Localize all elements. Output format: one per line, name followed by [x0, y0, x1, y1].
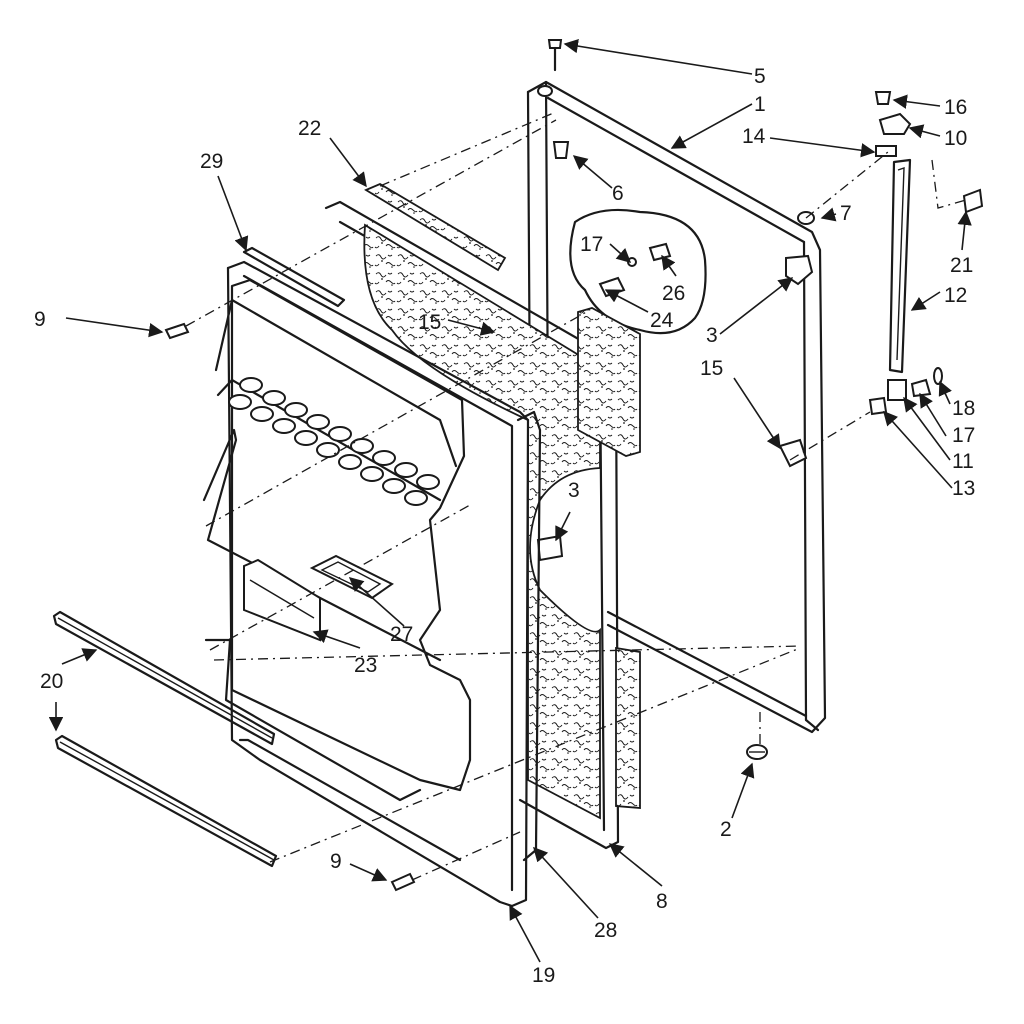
callout-28: 28	[594, 919, 617, 942]
callout-1: 1	[754, 93, 766, 116]
outer-door-panel	[526, 80, 827, 734]
inner-door-liner	[202, 278, 472, 862]
callout-3-upper: 3	[706, 324, 718, 347]
callout-3-lower: 3	[568, 479, 580, 502]
callout-5: 5	[754, 65, 766, 88]
callout-17-inset: 17	[580, 233, 603, 256]
callout-16: 16	[944, 96, 967, 119]
callout-22: 22	[298, 117, 321, 140]
callout-20: 20	[40, 670, 63, 693]
alignment-lines	[185, 111, 889, 881]
callout-13: 13	[952, 477, 975, 500]
compartment-door	[243, 558, 321, 642]
callout-26: 26	[662, 282, 685, 305]
callout-11: 11	[952, 450, 974, 473]
callout-19: 19	[532, 964, 555, 987]
callout-8: 8	[656, 890, 668, 913]
callout-12: 12	[944, 284, 967, 307]
callout-17-right: 17	[952, 424, 975, 447]
trim-strip	[242, 246, 346, 308]
callout-24: 24	[650, 309, 674, 332]
cutaway-detail-17-24-26	[569, 208, 707, 335]
callout-labels: 5 1 14 16 10 7 6 21 12 3 15 18 17 11 13 …	[34, 65, 975, 987]
callout-14: 14	[742, 125, 766, 148]
butter-compartment	[309, 554, 394, 600]
callout-10: 10	[944, 127, 967, 150]
screw-part-5	[547, 39, 563, 72]
leader-arrows	[48, 38, 972, 963]
callout-23: 23	[354, 654, 377, 677]
callout-6: 6	[612, 182, 624, 205]
callout-9-lower: 9	[330, 850, 342, 873]
callout-2: 2	[720, 818, 732, 841]
callout-9-upper: 9	[34, 308, 46, 331]
callout-18: 18	[952, 397, 975, 420]
callout-15-right: 15	[700, 357, 723, 380]
callout-7: 7	[840, 202, 852, 225]
door-liner-back-panel	[324, 182, 641, 850]
shelf-bars	[52, 610, 278, 868]
callout-27: 27	[390, 623, 413, 646]
callout-21: 21	[950, 254, 973, 277]
screws-9	[164, 322, 416, 892]
bottom-hinge-cap-2	[746, 744, 768, 760]
callout-15-left: 15	[418, 311, 441, 334]
callout-29: 29	[200, 150, 223, 173]
door-gasket-frame	[226, 260, 542, 908]
